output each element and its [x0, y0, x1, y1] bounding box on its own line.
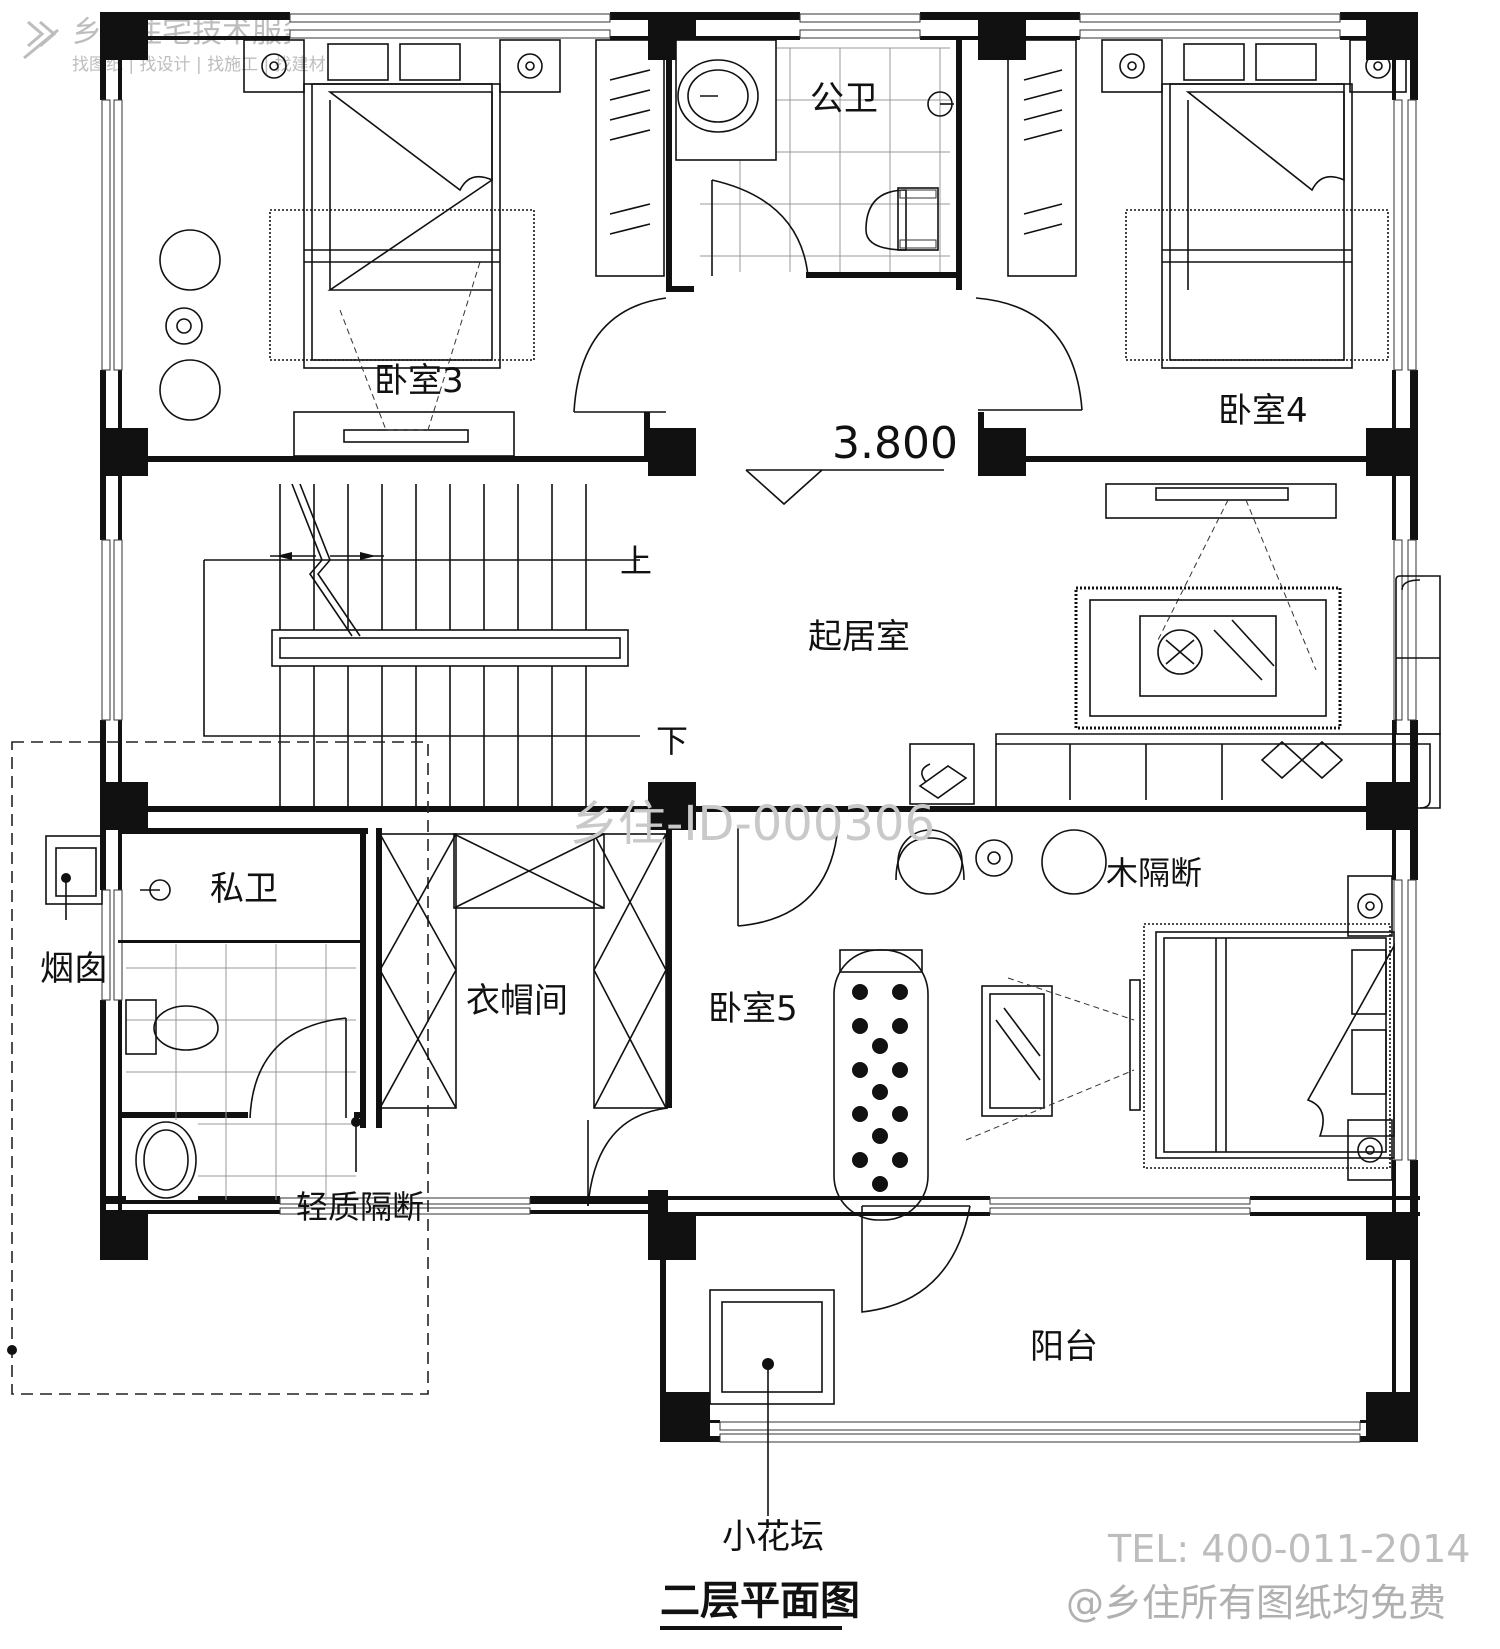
- lower-outline: [11, 741, 429, 1395]
- plan-title: 二层平面图: [660, 1578, 860, 1630]
- nightstand-icon: [243, 39, 561, 93]
- wardrobe-icon: [595, 39, 665, 277]
- room-label-bedroom3: 卧室3: [374, 361, 464, 401]
- chair-icon: [895, 829, 1107, 895]
- bedroom3: 卧室3: [159, 39, 561, 457]
- label-wood-partition: 木隔断: [1106, 854, 1202, 892]
- room-label-bedroom5: 卧室5: [708, 989, 798, 1029]
- elevation-text: 3.800: [832, 418, 958, 469]
- nightstand-icon: [1347, 875, 1393, 1181]
- interior-walls: [100, 40, 1418, 1212]
- staircase: 上 下: [203, 483, 688, 806]
- living-room: 起居室: [808, 483, 1441, 809]
- room-label-private-wc: 私卫: [210, 869, 278, 909]
- light-partition: 轻质隔断: [296, 1117, 424, 1226]
- stair-down-label: 下: [656, 722, 688, 760]
- plan-title-text: 二层平面图: [660, 1578, 860, 1624]
- bed-icon: [303, 83, 501, 369]
- bedroom5: 卧室5 木隔断: [708, 825, 1395, 1221]
- label-chimney: 烟囱: [40, 949, 108, 989]
- door-bedroom3: [573, 297, 667, 413]
- squat-toilet-icon: [865, 187, 939, 251]
- bed-icon: [1161, 83, 1353, 369]
- brand-logo-icon: [23, 20, 59, 60]
- elevation-mark: 3.800: [745, 418, 958, 506]
- cloakroom: 衣帽间: [379, 833, 669, 1207]
- room-label-wardrobe: 衣帽间: [466, 981, 568, 1021]
- columns: [100, 12, 1418, 1442]
- room-label-living: 起居室: [808, 617, 910, 657]
- label-light-partition: 轻质隔断: [296, 1188, 424, 1226]
- telephone-icon: [909, 743, 975, 805]
- chair-icon: [159, 229, 221, 421]
- label-flower-bed: 小花坛: [722, 1517, 824, 1557]
- chimney: 烟囱: [40, 835, 108, 989]
- sink-icon: [135, 1121, 197, 1199]
- floor-drain-icon: [927, 91, 954, 117]
- toilet-icon: [125, 999, 219, 1055]
- tile-grid: [126, 944, 356, 1200]
- coffee-table-icon: [1074, 586, 1342, 730]
- room-label-public-wc: 公卫: [810, 79, 878, 119]
- private-wc: 私卫: [125, 869, 356, 1200]
- stair-up-label: 上: [620, 542, 652, 580]
- door-bedroom4: [975, 297, 1083, 411]
- tel-watermark: TEL: 400-011-2014: [1107, 1527, 1470, 1571]
- tv-table-icon: [965, 977, 1135, 1141]
- room-label-bedroom4: 卧室4: [1218, 391, 1308, 431]
- bedroom4: 卧室4: [1007, 39, 1407, 431]
- room-label-balcony: 阳台: [1030, 1327, 1098, 1367]
- sink-icon: [677, 59, 759, 133]
- public-wc: 公卫: [675, 39, 954, 277]
- copyright-watermark: @乡住所有图纸均免费: [1066, 1581, 1446, 1625]
- balcony: 阳台 小花坛: [709, 1205, 1098, 1557]
- bed-icon: [1129, 923, 1395, 1169]
- plan-id-watermark: 乡住-ID-000306: [570, 796, 935, 852]
- sofa-icon: [995, 575, 1441, 809]
- chaise-icon: [833, 949, 929, 1221]
- floor-drain-icon: [140, 879, 171, 901]
- nightstand-icon: [1101, 39, 1407, 93]
- flower-bed-icon: [709, 1289, 835, 1516]
